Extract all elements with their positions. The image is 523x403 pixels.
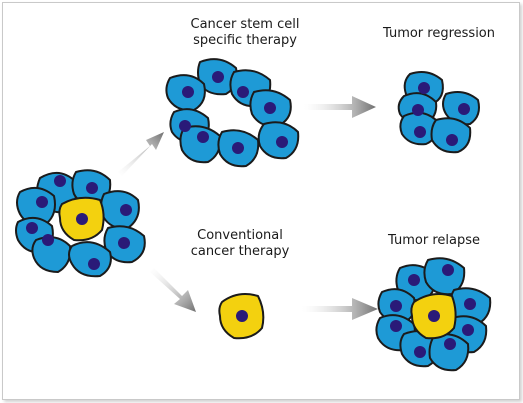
label-conventional-line1: Conventional — [197, 228, 283, 243]
cancer-cell — [31, 236, 72, 273]
nucleus — [276, 136, 288, 148]
nucleus — [118, 237, 130, 249]
arrow-to-conventional-therapy — [150, 268, 196, 312]
nucleus — [442, 264, 454, 276]
original-tumor-nuclei — [26, 175, 132, 270]
arrow-to-relapse — [302, 298, 378, 320]
nucleus — [232, 142, 244, 154]
nucleus — [458, 103, 470, 115]
cancer-cell — [179, 125, 222, 164]
stem-therapy-result — [165, 58, 300, 168]
nucleus — [414, 346, 426, 358]
label-conventional-therapy: Conventional cancer therapy — [180, 228, 300, 260]
arrow-to-regression — [304, 96, 376, 118]
nucleus — [418, 82, 430, 94]
cancer-cell — [100, 190, 140, 230]
nucleus — [264, 102, 276, 114]
nucleus — [414, 126, 426, 138]
nucleus — [412, 104, 424, 116]
nucleus — [446, 134, 458, 146]
nucleus — [408, 274, 420, 286]
surviving-stem-cell — [218, 293, 265, 340]
nucleus — [390, 320, 402, 332]
nucleus — [444, 338, 456, 350]
original-tumor — [15, 169, 146, 278]
nucleus — [212, 71, 224, 83]
arrow-to-stem-therapy — [118, 132, 164, 176]
stem-therapy-nuclei — [179, 71, 288, 154]
stem-cell-nucleus — [76, 213, 88, 225]
nucleus — [54, 175, 66, 187]
nucleus — [182, 86, 194, 98]
nucleus — [462, 324, 474, 336]
nucleus — [464, 298, 476, 310]
nucleus — [86, 182, 98, 194]
label-stem-therapy: Cancer stem cell specific therapy — [170, 17, 320, 49]
label-stem-therapy-line2: specific therapy — [193, 33, 297, 48]
nucleus — [42, 234, 54, 246]
relapse-nuclei — [390, 264, 476, 358]
cancer-cell — [68, 241, 112, 278]
label-stem-therapy-line1: Cancer stem cell — [190, 17, 300, 32]
label-regression: Tumor regression — [374, 26, 504, 42]
stem-cell-nucleus — [236, 310, 248, 322]
stem-cell-nucleus — [428, 310, 440, 322]
nucleus — [179, 120, 191, 132]
nucleus — [36, 196, 48, 208]
nucleus — [88, 258, 100, 270]
nucleus — [197, 131, 209, 143]
label-regression-text: Tumor regression — [382, 26, 496, 41]
relapse-cluster — [375, 257, 492, 372]
label-conventional-line2: cancer therapy — [190, 244, 290, 259]
label-relapse: Tumor relapse — [374, 233, 494, 249]
nucleus — [26, 222, 38, 234]
nucleus — [390, 300, 402, 312]
nucleus — [237, 86, 249, 98]
cancer-cell — [428, 333, 470, 372]
regression-nuclei — [412, 82, 470, 146]
nucleus — [120, 204, 132, 216]
label-relapse-text: Tumor relapse — [388, 233, 480, 248]
